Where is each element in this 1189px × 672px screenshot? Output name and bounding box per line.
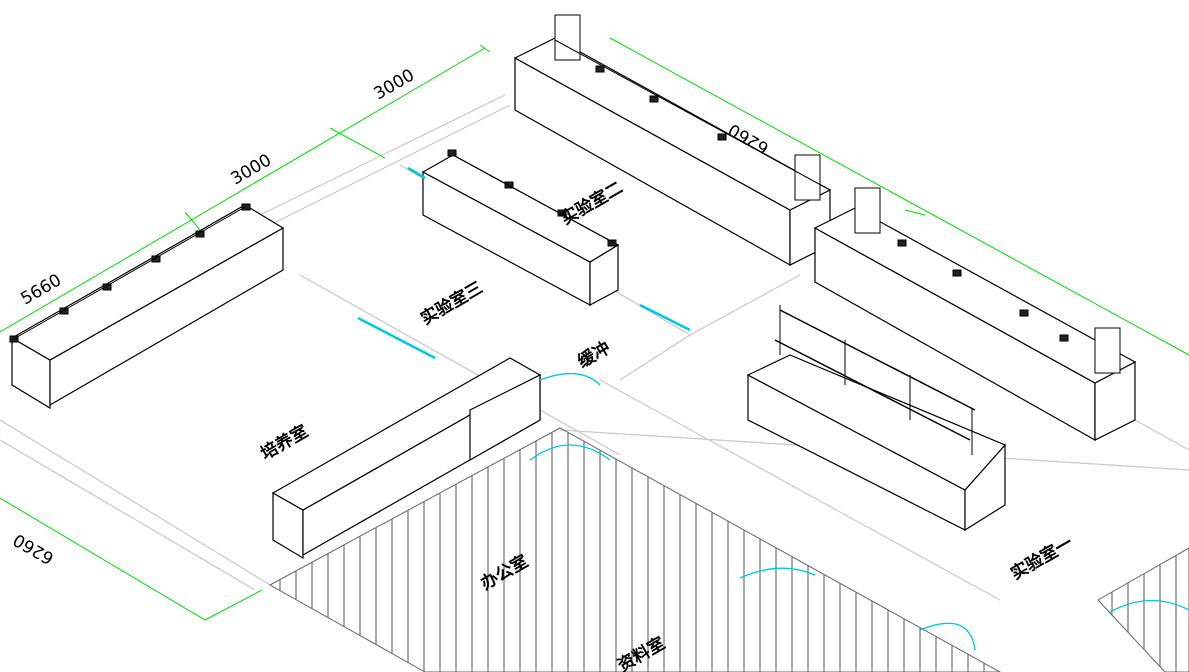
dim-3000-b: 3000 xyxy=(371,65,418,104)
bench-right xyxy=(813,187,1137,442)
bench-culture-room xyxy=(271,357,542,560)
fume-rack-icon xyxy=(554,14,581,61)
fume-rack-icon xyxy=(1094,327,1121,374)
right-hatched-area xyxy=(1097,547,1189,672)
room-label-buffer: 缓冲 xyxy=(574,337,614,372)
room-label-lab1: 实验室一 xyxy=(1007,532,1076,584)
dim-6260-bottom: 6260 xyxy=(10,529,57,568)
bench-center-shelved xyxy=(746,305,1007,532)
fume-rack-icon xyxy=(854,187,881,234)
doors-windows xyxy=(357,166,1189,651)
bench-left xyxy=(9,203,285,410)
room-label-lab3: 实验室三 xyxy=(417,277,486,329)
dim-3000-a: 3000 xyxy=(228,150,275,189)
dim-5660: 5660 xyxy=(18,270,65,309)
office-archive-hatched-area xyxy=(268,427,1002,672)
bench-lab3 xyxy=(421,149,620,307)
room-label-lab2: 实验室二 xyxy=(557,177,626,229)
dimension-lines xyxy=(0,37,1189,621)
room-label-culture: 培养室 xyxy=(257,421,312,465)
